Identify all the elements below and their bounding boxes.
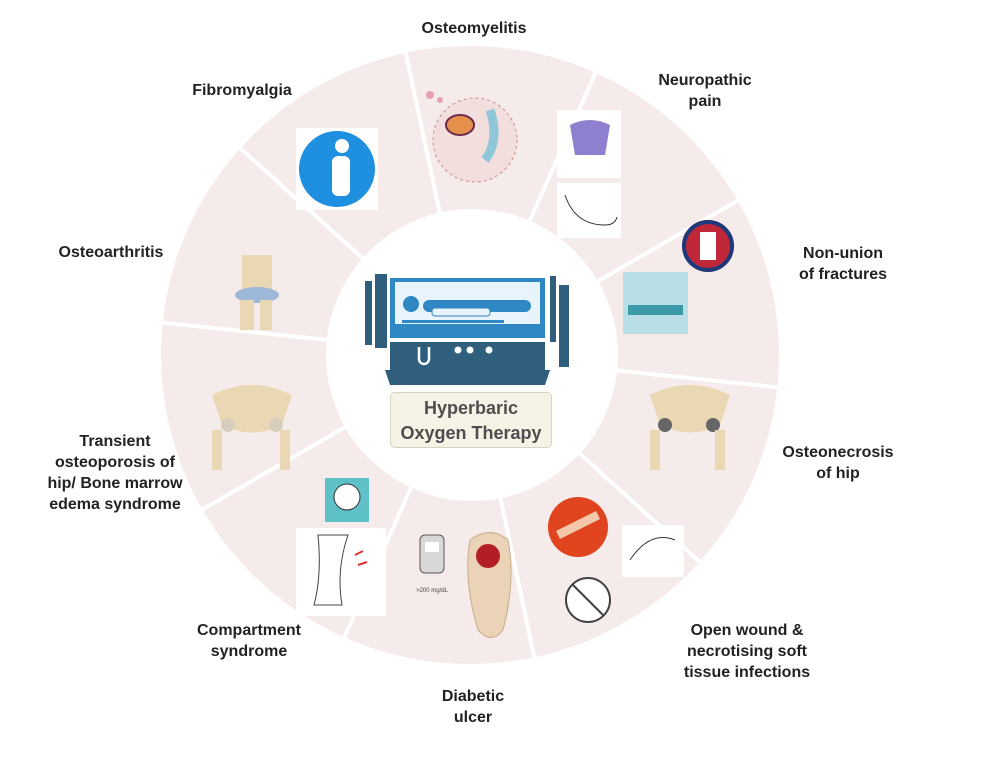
label-osteoarthritis: Osteoarthritis bbox=[58, 244, 164, 261]
pelvis-foot-nerve-icon bbox=[557, 110, 621, 238]
label-osteomyelitis: Osteomyelitis bbox=[421, 20, 527, 37]
hyperbaric-chamber-icon bbox=[365, 274, 569, 385]
fractured-bone-icon bbox=[623, 220, 734, 334]
knee-joint-icon bbox=[235, 255, 279, 330]
bacteria-bone-icon bbox=[426, 91, 518, 183]
label-transient-osteoporosis: Transient osteoporosis of hip/ Bone marr… bbox=[47, 433, 183, 513]
label-non-union-fractures: Non-union of fractures bbox=[798, 245, 888, 283]
label-osteonecrosis-hip: Osteonecrosis of hip bbox=[782, 444, 894, 482]
diabetic-foot-icon: >200 mg/dL bbox=[416, 532, 512, 638]
segment-divider bbox=[609, 367, 781, 390]
label-neuropathic-pain: Neuropathic pain bbox=[658, 72, 752, 110]
wound-infection-icon bbox=[548, 497, 684, 623]
pelvis-icon bbox=[212, 385, 292, 470]
segment-divider bbox=[403, 49, 443, 219]
label-compartment-syndrome: Compartment syndrome bbox=[196, 622, 302, 660]
label-diabetic-ulcer: Diabetic ulcer bbox=[441, 688, 505, 726]
segment-divider bbox=[497, 491, 537, 661]
hip-necrosis-icon bbox=[650, 385, 730, 470]
segment-divider bbox=[590, 197, 742, 287]
glucose-reading: >200 mg/dL bbox=[416, 588, 449, 594]
segment-divider bbox=[198, 423, 350, 513]
label-open-wound: Open wound & necrotising soft tissue inf… bbox=[683, 622, 811, 681]
center-title: Hyperbaric Oxygen Therapy bbox=[390, 392, 552, 448]
segment-divider bbox=[159, 320, 331, 343]
leg-pressure-icon bbox=[296, 478, 386, 616]
body-pain-icon bbox=[296, 128, 378, 210]
label-fibromyalgia: Fibromyalgia bbox=[192, 82, 292, 99]
